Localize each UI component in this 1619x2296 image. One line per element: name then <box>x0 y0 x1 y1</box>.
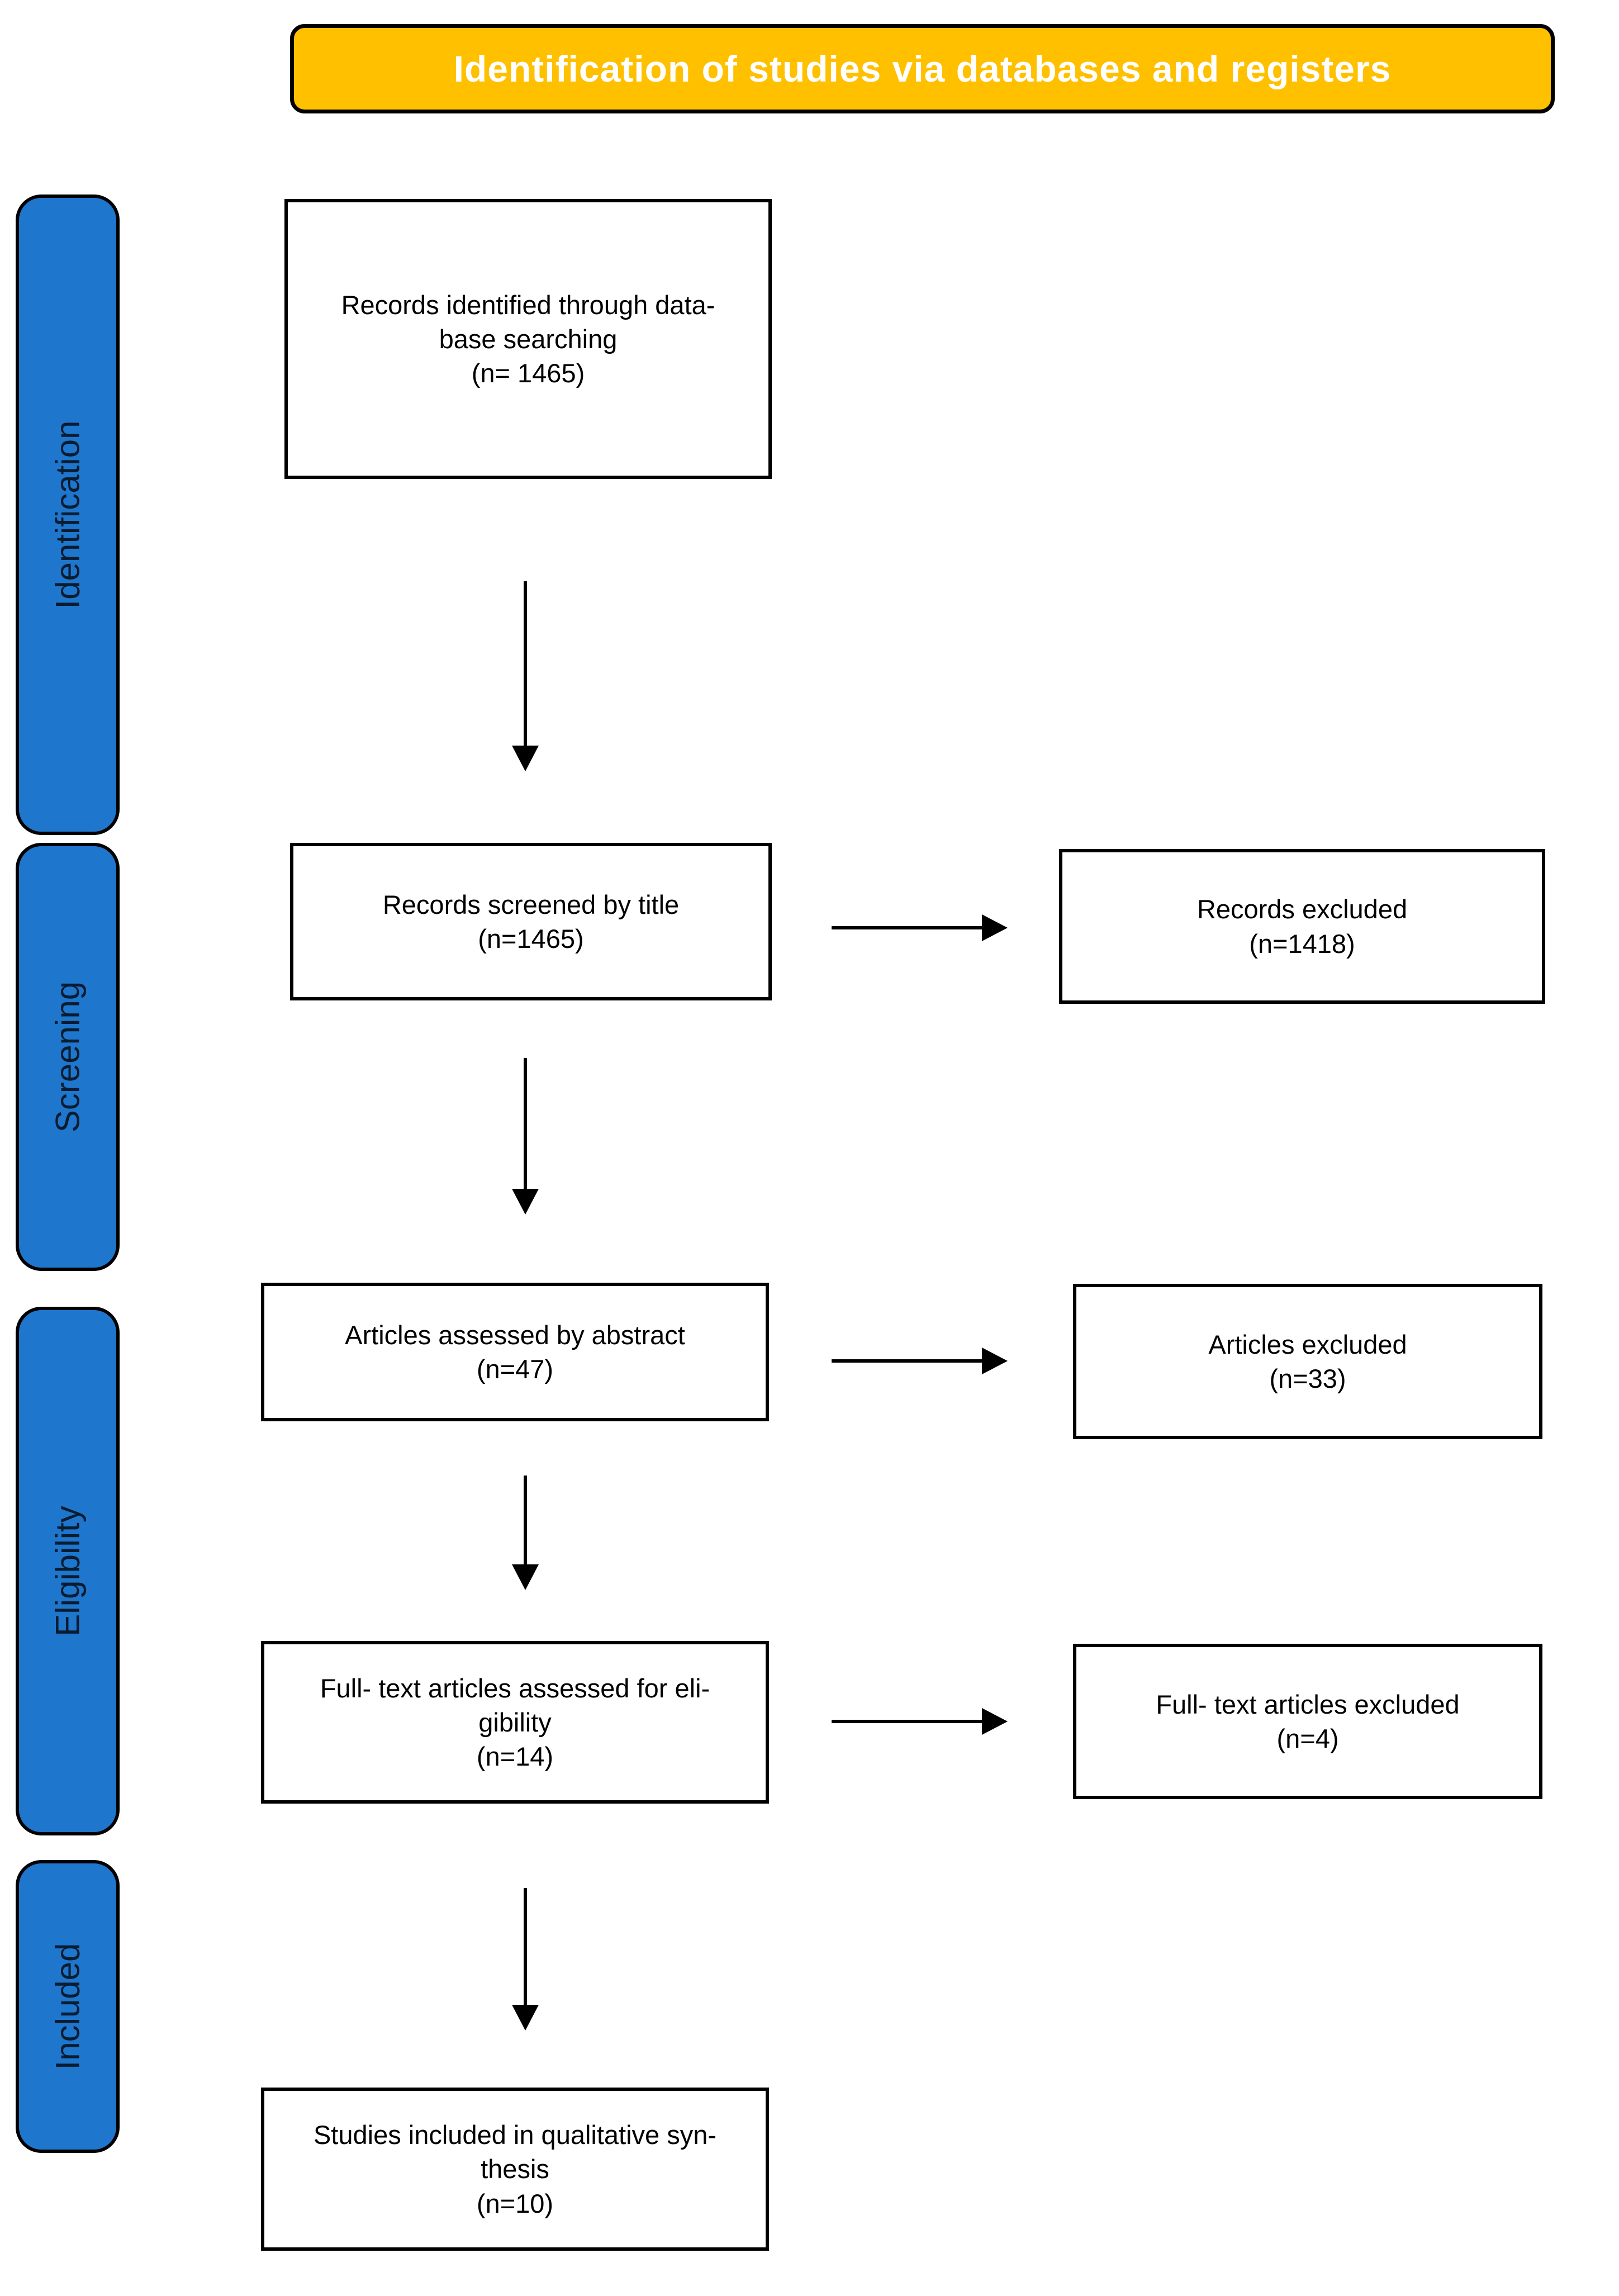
stage-eligibility-label: Eligibility <box>49 1506 87 1636</box>
arrow-shaft <box>524 581 527 748</box>
box-fulltext-excluded: Full- text articles excluded (n=4) <box>1073 1644 1542 1799</box>
arrow-down-identified-to-screened-icon <box>512 581 539 771</box>
stage-identification-label: Identification <box>49 420 87 609</box>
arrow-shaft <box>832 1359 984 1363</box>
arrow-down-fulltext-to-included-icon <box>512 1888 539 2031</box>
arrow-right-articles-excluded-icon <box>832 1348 1008 1374</box>
stage-screening: Screening <box>16 843 120 1271</box>
arrow-shaft <box>524 1476 527 1567</box>
arrow-head <box>982 1348 1008 1374</box>
arrow-head <box>982 914 1008 941</box>
box-articles-assessed-abstract: Articles assessed by abstract (n=47) <box>261 1283 769 1421</box>
stage-identification: Identification <box>16 195 120 835</box>
box-records-identified: Records identified through data- base se… <box>284 199 772 479</box>
arrow-head <box>982 1708 1008 1735</box>
arrow-right-records-excluded-icon <box>832 914 1008 941</box>
stage-included-label: Included <box>49 1943 87 2070</box>
box-articles-excluded: Articles excluded (n=33) <box>1073 1284 1542 1439</box>
title-banner: Identification of studies via databases … <box>290 24 1555 113</box>
box-records-screened: Records screened by title (n=1465) <box>290 843 772 1000</box>
arrow-right-fulltext-excluded-icon <box>832 1708 1008 1735</box>
box-records-excluded: Records excluded (n=1418) <box>1059 849 1545 1004</box>
stage-eligibility: Eligibility <box>16 1307 120 1835</box>
arrow-head <box>512 1564 539 1590</box>
arrow-down-screened-to-abstract-icon <box>512 1058 539 1215</box>
arrow-head <box>512 746 539 771</box>
arrow-shaft <box>524 1888 527 2007</box>
arrow-head <box>512 1189 539 1215</box>
arrow-shaft <box>832 926 984 929</box>
arrow-down-abstract-to-fulltext-icon <box>512 1476 539 1590</box>
box-fulltext-assessed: Full- text articles assessed for eli- gi… <box>261 1641 769 1804</box>
arrow-head <box>512 2005 539 2031</box>
box-studies-included: Studies included in qualitative syn- the… <box>261 2088 769 2251</box>
arrow-shaft <box>832 1720 984 1723</box>
stage-screening-label: Screening <box>49 981 87 1133</box>
stage-included: Included <box>16 1860 120 2153</box>
arrow-shaft <box>524 1058 527 1191</box>
title-banner-label: Identification of studies via databases … <box>453 48 1392 89</box>
